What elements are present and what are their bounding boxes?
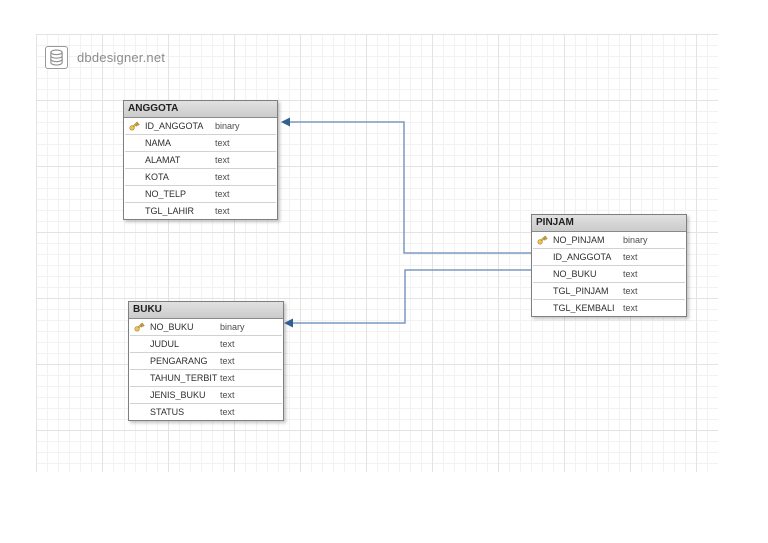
field-type: text bbox=[623, 269, 638, 279]
field-row-JUDUL[interactable]: JUDUL text bbox=[130, 336, 282, 353]
field-row-ALAMAT[interactable]: ALAMAT text bbox=[125, 152, 276, 169]
field-row-TGL_LAHIR[interactable]: TGL_LAHIR text bbox=[125, 203, 276, 219]
field-row-TGL_PINJAM[interactable]: TGL_PINJAM text bbox=[533, 283, 685, 300]
field-name: NAMA bbox=[145, 138, 172, 148]
field-row-STATUS[interactable]: STATUS text bbox=[130, 404, 282, 420]
field-name: ID_ANGGOTA bbox=[553, 252, 612, 262]
field-name: JENIS_BUKU bbox=[150, 390, 206, 400]
field-row-PENGARANG[interactable]: PENGARANG text bbox=[130, 353, 282, 370]
field-type: binary bbox=[220, 322, 245, 332]
field-type: text bbox=[623, 303, 638, 313]
field-type: text bbox=[220, 390, 235, 400]
field-name: ALAMAT bbox=[145, 155, 181, 165]
field-type: binary bbox=[623, 235, 648, 245]
app-logo-text: dbdesigner.net bbox=[77, 50, 166, 65]
table-title[interactable]: PINJAM bbox=[532, 215, 686, 232]
app-logo[interactable]: dbdesigner.net bbox=[45, 46, 165, 69]
field-name: TGL_KEMBALI bbox=[553, 303, 615, 313]
field-row-NO_PINJAM[interactable]: NO_PINJAM binary bbox=[533, 232, 685, 249]
field-name: STATUS bbox=[150, 407, 185, 417]
field-type: binary bbox=[215, 121, 240, 131]
field-type: text bbox=[215, 189, 230, 199]
field-row-ID_ANGGOTA[interactable]: ID_ANGGOTA binary bbox=[125, 118, 276, 135]
field-row-JENIS_BUKU[interactable]: JENIS_BUKU text bbox=[130, 387, 282, 404]
field-type: text bbox=[623, 286, 638, 296]
field-row-TGL_KEMBALI[interactable]: TGL_KEMBALI text bbox=[533, 300, 685, 316]
field-name: KOTA bbox=[145, 172, 169, 182]
field-type: text bbox=[215, 155, 230, 165]
field-row-NO_TELP[interactable]: NO_TELP text bbox=[125, 186, 276, 203]
field-row-NO_BUKU[interactable]: NO_BUKU binary bbox=[130, 319, 282, 336]
field-type: text bbox=[215, 138, 230, 148]
field-type: text bbox=[623, 252, 638, 262]
field-name: ID_ANGGOTA bbox=[145, 121, 204, 131]
field-name: NO_BUKU bbox=[150, 322, 194, 332]
field-type: text bbox=[215, 172, 230, 182]
field-row-NAMA[interactable]: NAMA text bbox=[125, 135, 276, 152]
field-type: text bbox=[220, 339, 235, 349]
field-name: JUDUL bbox=[150, 339, 180, 349]
database-icon bbox=[45, 46, 68, 69]
field-row-KOTA[interactable]: KOTA text bbox=[125, 169, 276, 186]
table-title[interactable]: ANGGOTA bbox=[124, 101, 277, 118]
field-row-NO_BUKU[interactable]: NO_BUKU text bbox=[533, 266, 685, 283]
field-name: PENGARANG bbox=[150, 356, 208, 366]
field-name: NO_PINJAM bbox=[553, 235, 605, 245]
primary-key-icon bbox=[130, 321, 150, 333]
field-type: text bbox=[215, 206, 230, 216]
field-name: TGL_PINJAM bbox=[553, 286, 609, 296]
primary-key-icon bbox=[125, 120, 145, 132]
field-type: text bbox=[220, 407, 235, 417]
table-title[interactable]: BUKU bbox=[129, 302, 283, 319]
field-name: NO_BUKU bbox=[553, 269, 597, 279]
field-name: NO_TELP bbox=[145, 189, 187, 199]
field-row-ID_ANGGOTA[interactable]: ID_ANGGOTA text bbox=[533, 249, 685, 266]
field-type: text bbox=[220, 373, 235, 383]
field-name: TGL_LAHIR bbox=[145, 206, 195, 216]
primary-key-icon bbox=[533, 234, 553, 246]
field-type: text bbox=[220, 356, 235, 366]
field-name: TAHUN_TERBIT bbox=[150, 373, 218, 383]
